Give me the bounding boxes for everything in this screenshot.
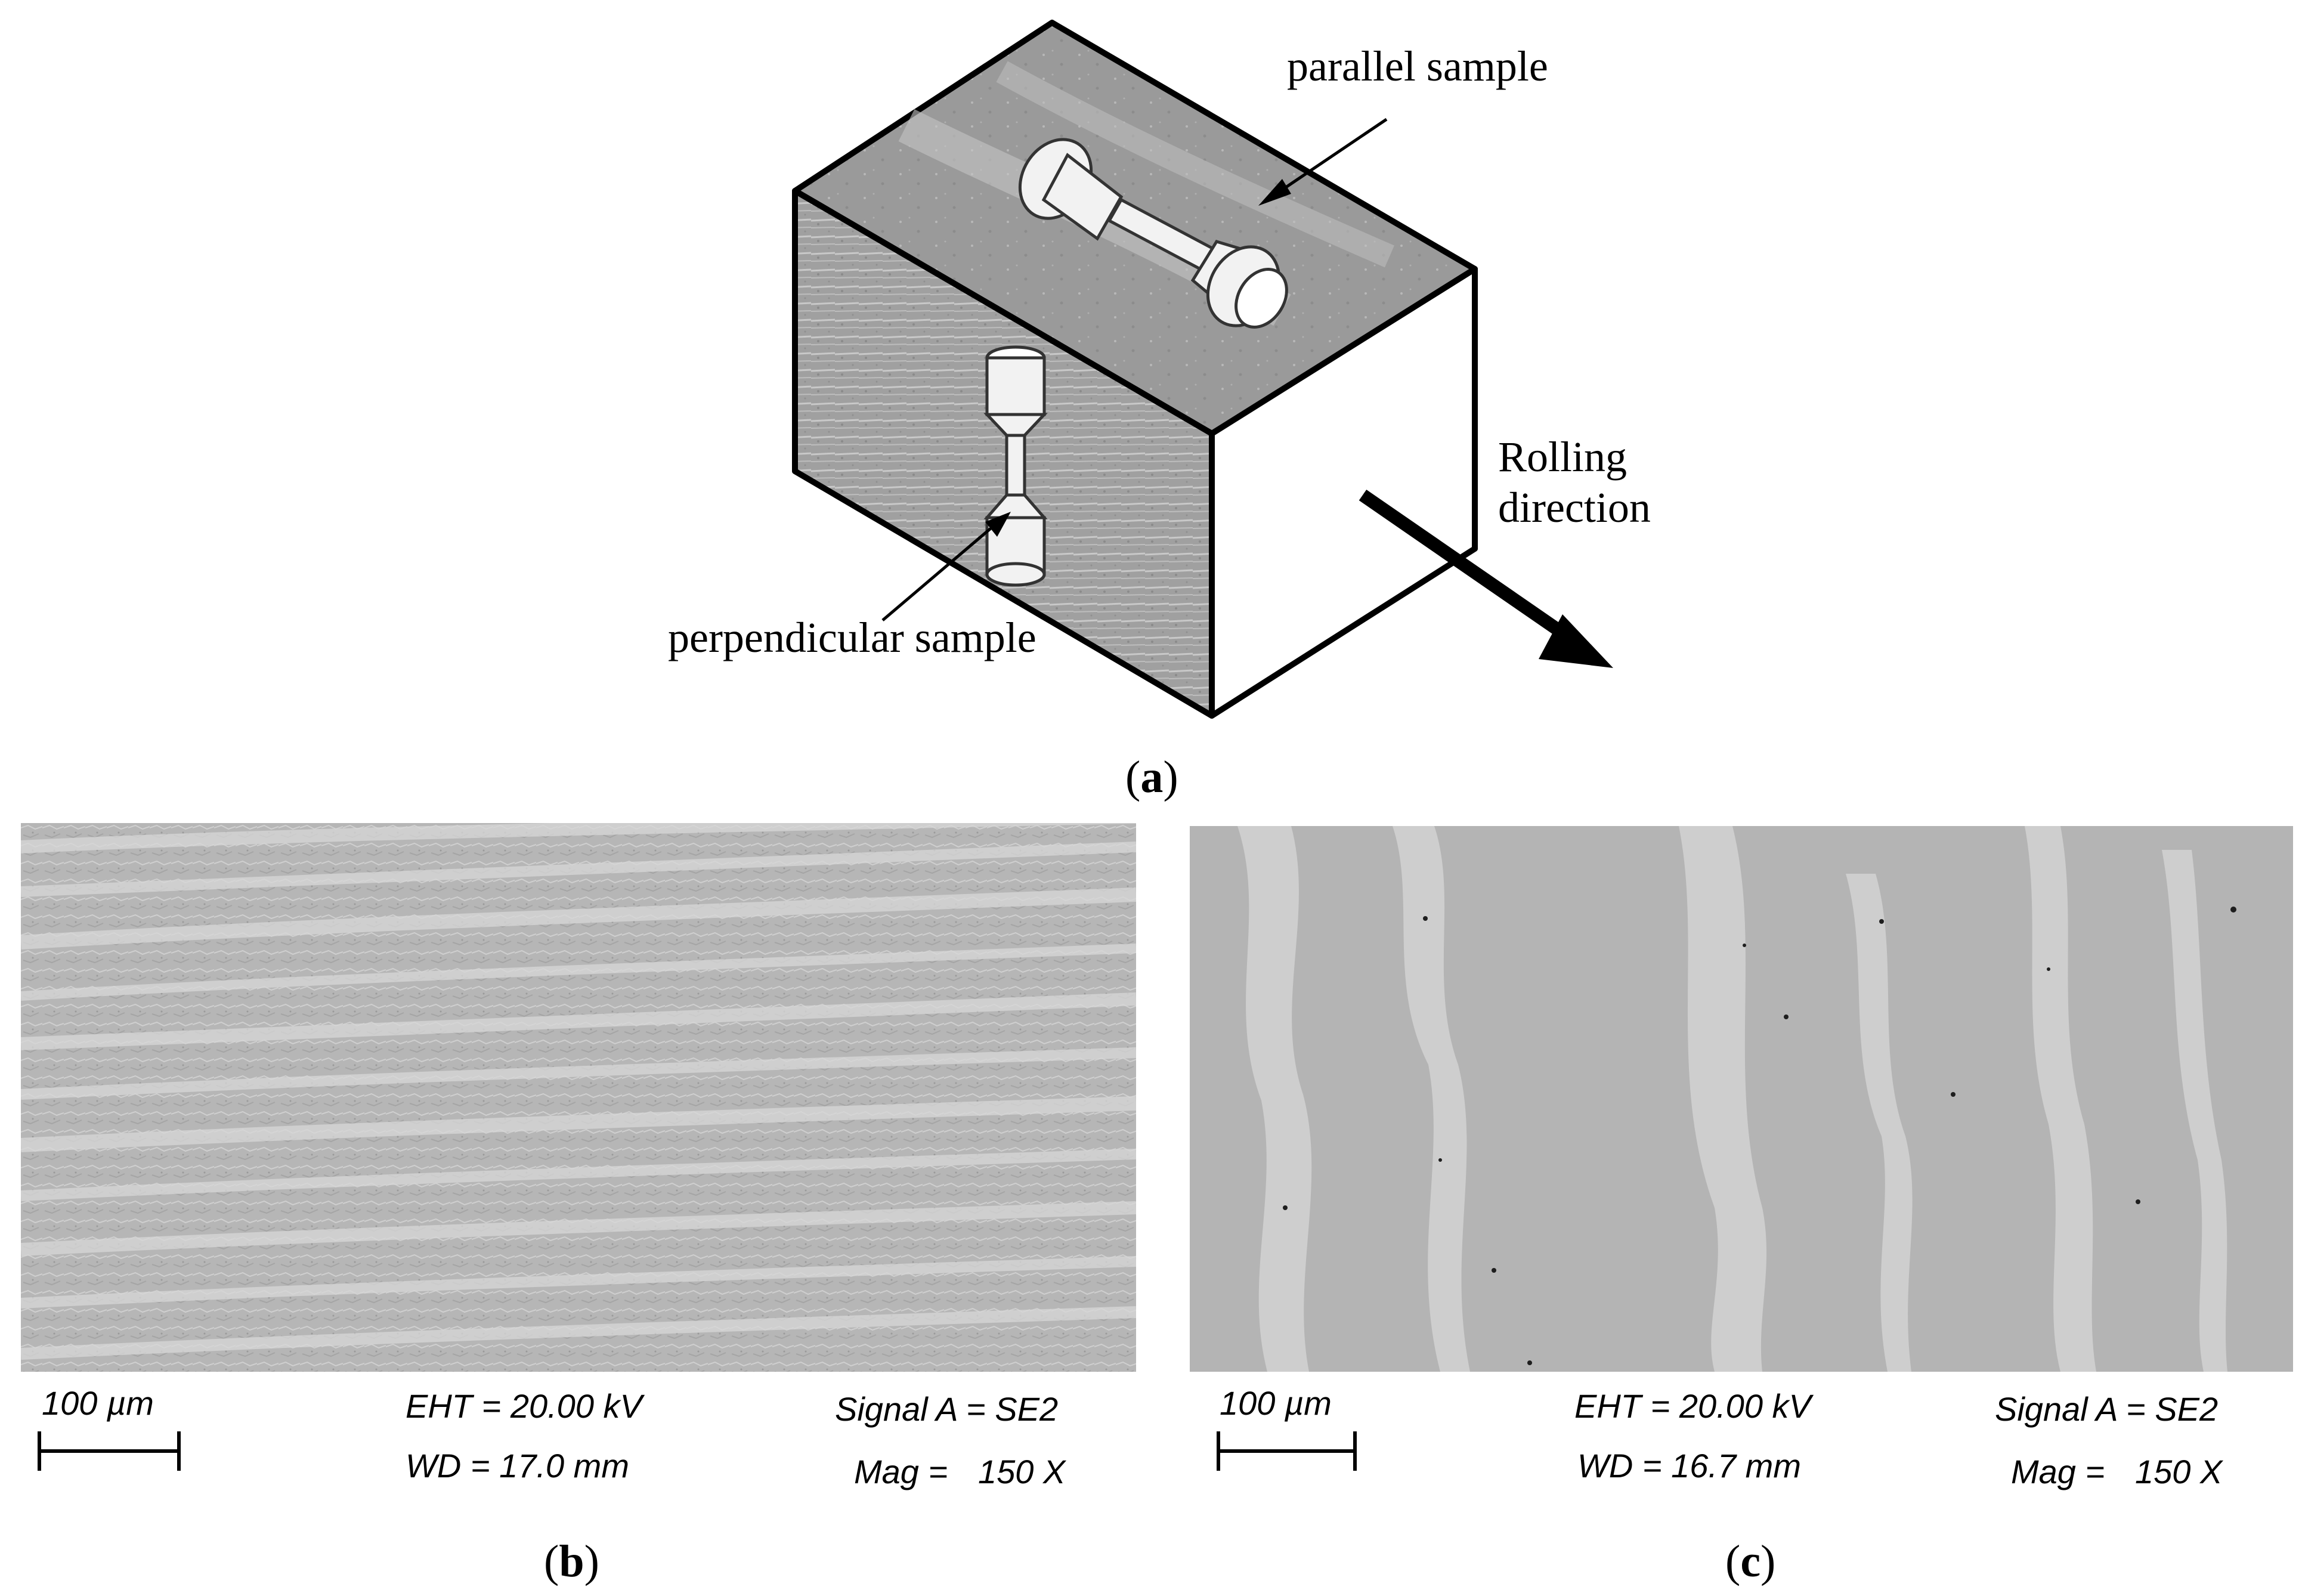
scale-bar-c-left-tick bbox=[1217, 1431, 1220, 1471]
rolling-direction-arrow bbox=[1359, 489, 1613, 668]
parallel-leader-arrow bbox=[1258, 117, 1388, 206]
scale-bar-c-right-tick bbox=[1353, 1431, 1357, 1471]
rolling-direction-label-2: direction bbox=[1498, 484, 1651, 531]
panel-c-letter: c bbox=[1740, 1536, 1761, 1586]
block-diagram bbox=[792, 20, 1613, 719]
sem-image-b bbox=[21, 823, 1136, 1372]
signal-c: Signal A = SE2 bbox=[1995, 1390, 2219, 1428]
panel-b-letter: b bbox=[559, 1536, 584, 1586]
mag-value-b: 150 X bbox=[978, 1453, 1066, 1490]
panel-a-letter: a bbox=[1140, 752, 1164, 802]
wd-c: WD = 16.7 mm bbox=[1577, 1447, 1801, 1484]
mag-value-c: 150 X bbox=[2135, 1453, 2223, 1490]
scale-label-b: 100 µm bbox=[42, 1384, 154, 1422]
signal-b: Signal A = SE2 bbox=[835, 1390, 1059, 1428]
eht-b: EHT = 20.00 kV bbox=[406, 1387, 642, 1425]
panel-a-caption: (a) bbox=[1125, 752, 1178, 802]
perpendicular-sample-label: perpendicular sample bbox=[668, 614, 1036, 661]
mag-label-b: Mag = bbox=[854, 1453, 948, 1490]
rolling-direction-label-1: Rolling bbox=[1498, 433, 1628, 481]
eht-c: EHT = 20.00 kV bbox=[1574, 1387, 1811, 1425]
panel-b-caption: (b) bbox=[544, 1536, 599, 1586]
scale-bar-b-right-tick bbox=[177, 1431, 181, 1471]
perpendicular-leader-arrow bbox=[881, 512, 1011, 621]
scale-bar-b bbox=[38, 1449, 181, 1453]
sem-image-c bbox=[1190, 826, 2293, 1372]
parallel-sample-specimen bbox=[1018, 138, 1288, 329]
panel-c-caption: (c) bbox=[1725, 1536, 1776, 1586]
scale-bar-c bbox=[1217, 1449, 1357, 1453]
parallel-sample-label: parallel sample bbox=[1287, 42, 1548, 90]
perpendicular-sample-specimen bbox=[983, 345, 1048, 587]
scale-bar-b-left-tick bbox=[38, 1431, 41, 1471]
mag-label-c: Mag = bbox=[2011, 1453, 2105, 1490]
scale-label-c: 100 µm bbox=[1220, 1384, 1332, 1422]
wd-b: WD = 17.0 mm bbox=[406, 1447, 629, 1484]
block-side-face bbox=[1209, 266, 1478, 719]
